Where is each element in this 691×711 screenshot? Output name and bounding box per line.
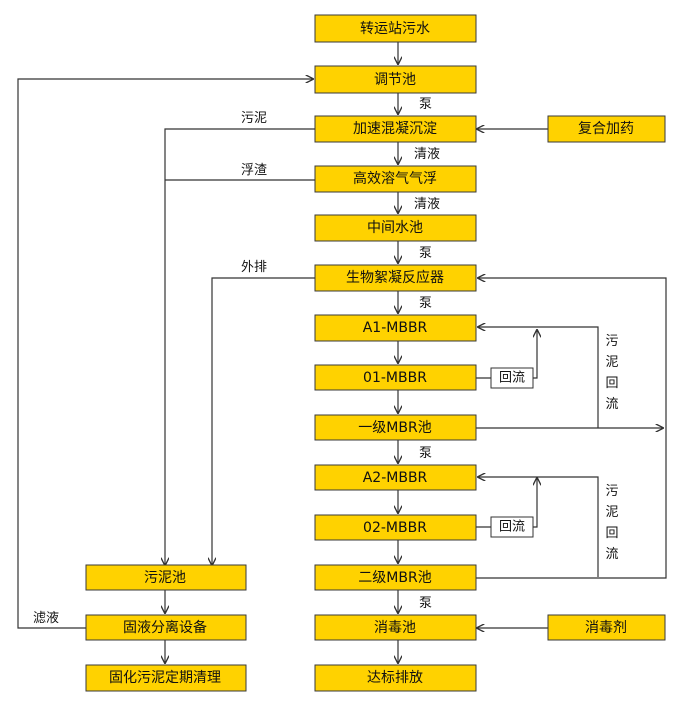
node-dabiao-label: 达标排放 bbox=[367, 670, 423, 686]
node-tiaojie-label: 调节池 bbox=[374, 72, 416, 88]
label-qingye-1: 清液 bbox=[414, 147, 440, 162]
label-huiliu-1-box: 回流 bbox=[490, 367, 534, 389]
node-a2-label: A2-MBBR bbox=[363, 470, 428, 486]
node-dabiao: 达标排放 bbox=[314, 664, 477, 692]
node-a2: A2-MBBR bbox=[314, 464, 477, 491]
node-shengwu: 生物絮凝反应器 bbox=[314, 264, 477, 292]
label-beng-1: 泵 bbox=[419, 97, 432, 112]
flow-jiasu-sludge bbox=[165, 128, 315, 565]
node-erji: 二级MBR池 bbox=[314, 564, 477, 591]
flow-shengwu-waipai bbox=[212, 277, 315, 565]
label-sludge-return-2-c2: 泥 bbox=[605, 505, 618, 520]
label-beng-3: 泵 bbox=[419, 296, 432, 311]
node-zhongjian-label: 中间水池 bbox=[367, 220, 423, 236]
label-sludge-return-1-c4: 流 bbox=[605, 397, 618, 412]
node-jiasu-label: 加速混凝沉淀 bbox=[353, 121, 437, 137]
edge-labels: 泵 清液 清液 泵 泵 泵 泵 污泥 浮渣 外排 滤液 回流 回流 污 泥 回 … bbox=[33, 97, 624, 626]
node-guye: 固液分离设备 bbox=[85, 614, 247, 641]
label-fuzha: 浮渣 bbox=[241, 163, 267, 178]
label-sludge-return-2-c1: 污 bbox=[605, 484, 618, 499]
node-xiaoduji: 消毒剂 bbox=[547, 614, 666, 641]
label-sludge-return-2-c3: 回 bbox=[605, 526, 618, 541]
label-sludge-return-1-c1: 污 bbox=[605, 334, 618, 349]
process-boxes: 转运站污水 调节池 加速混凝沉淀 复合加药 高效溶气气浮 中间水池 生物絮凝反应… bbox=[85, 14, 666, 692]
label-waipai: 外排 bbox=[241, 260, 267, 275]
node-gaoxiao: 高效溶气气浮 bbox=[314, 165, 477, 193]
node-a1-label: A1-MBBR bbox=[363, 320, 428, 336]
label-huiliu-1: 回流 bbox=[499, 371, 525, 386]
node-gaoxiao-label: 高效溶气气浮 bbox=[353, 170, 437, 187]
label-sludge-return-1: 污 泥 回 流 bbox=[602, 333, 624, 415]
label-lvye: 滤液 bbox=[33, 611, 59, 626]
label-sludge-return-1-c3: 回 bbox=[605, 376, 618, 391]
node-o1: 01-MBBR bbox=[314, 364, 477, 391]
label-beng-2: 泵 bbox=[419, 246, 432, 261]
connectors bbox=[17, 42, 667, 663]
node-guhua: 固化污泥定期清理 bbox=[85, 664, 247, 692]
node-o1-label: 01-MBBR bbox=[363, 370, 427, 386]
label-qingye-2: 清液 bbox=[414, 197, 440, 212]
label-huiliu-2: 回流 bbox=[499, 520, 525, 535]
node-a1: A1-MBBR bbox=[314, 314, 477, 342]
node-zhongjian: 中间水池 bbox=[314, 214, 477, 242]
node-wunichi: 污泥池 bbox=[85, 564, 247, 591]
node-guhua-label: 固化污泥定期清理 bbox=[109, 670, 221, 686]
node-zhuanyun: 转运站污水 bbox=[314, 14, 477, 43]
node-jiasu: 加速混凝沉淀 bbox=[314, 115, 477, 143]
node-xiaodu: 消毒池 bbox=[314, 614, 477, 641]
node-wunichi-label: 污泥池 bbox=[144, 570, 186, 586]
node-guye-label: 固液分离设备 bbox=[123, 619, 207, 636]
node-fuhe: 复合加药 bbox=[547, 115, 666, 143]
node-yiji: 一级MBR池 bbox=[314, 414, 477, 441]
node-fuhe-label: 复合加药 bbox=[578, 120, 634, 137]
flow-sludge-return-1 bbox=[478, 327, 599, 428]
flow-erji-to-shengwu-loop bbox=[476, 278, 667, 579]
node-zhuanyun-label: 转运站污水 bbox=[360, 21, 430, 37]
node-erji-label: 二级MBR池 bbox=[358, 570, 431, 586]
node-tiaojie: 调节池 bbox=[314, 65, 477, 94]
label-beng-5: 泵 bbox=[419, 596, 432, 611]
node-xiaodu-label: 消毒池 bbox=[374, 620, 416, 636]
node-o2: 02-MBBR bbox=[314, 514, 477, 541]
node-xiaoduji-label: 消毒剂 bbox=[585, 620, 627, 636]
label-huiliu-2-box: 回流 bbox=[490, 516, 534, 538]
node-yiji-label: 一级MBR池 bbox=[358, 420, 431, 436]
label-beng-4: 泵 bbox=[419, 446, 432, 461]
node-shengwu-label: 生物絮凝反应器 bbox=[346, 269, 444, 286]
node-o2-label: 02-MBBR bbox=[363, 520, 427, 536]
label-sludge-return-2: 污 泥 回 流 bbox=[602, 483, 624, 565]
label-sludge-return-1-c2: 泥 bbox=[605, 355, 618, 370]
label-sludge-return-2-c4: 流 bbox=[605, 547, 618, 562]
label-wuni: 污泥 bbox=[241, 111, 267, 126]
flow-filtrate-return bbox=[17, 79, 313, 629]
flow-sludge-return-2 bbox=[478, 477, 599, 577]
